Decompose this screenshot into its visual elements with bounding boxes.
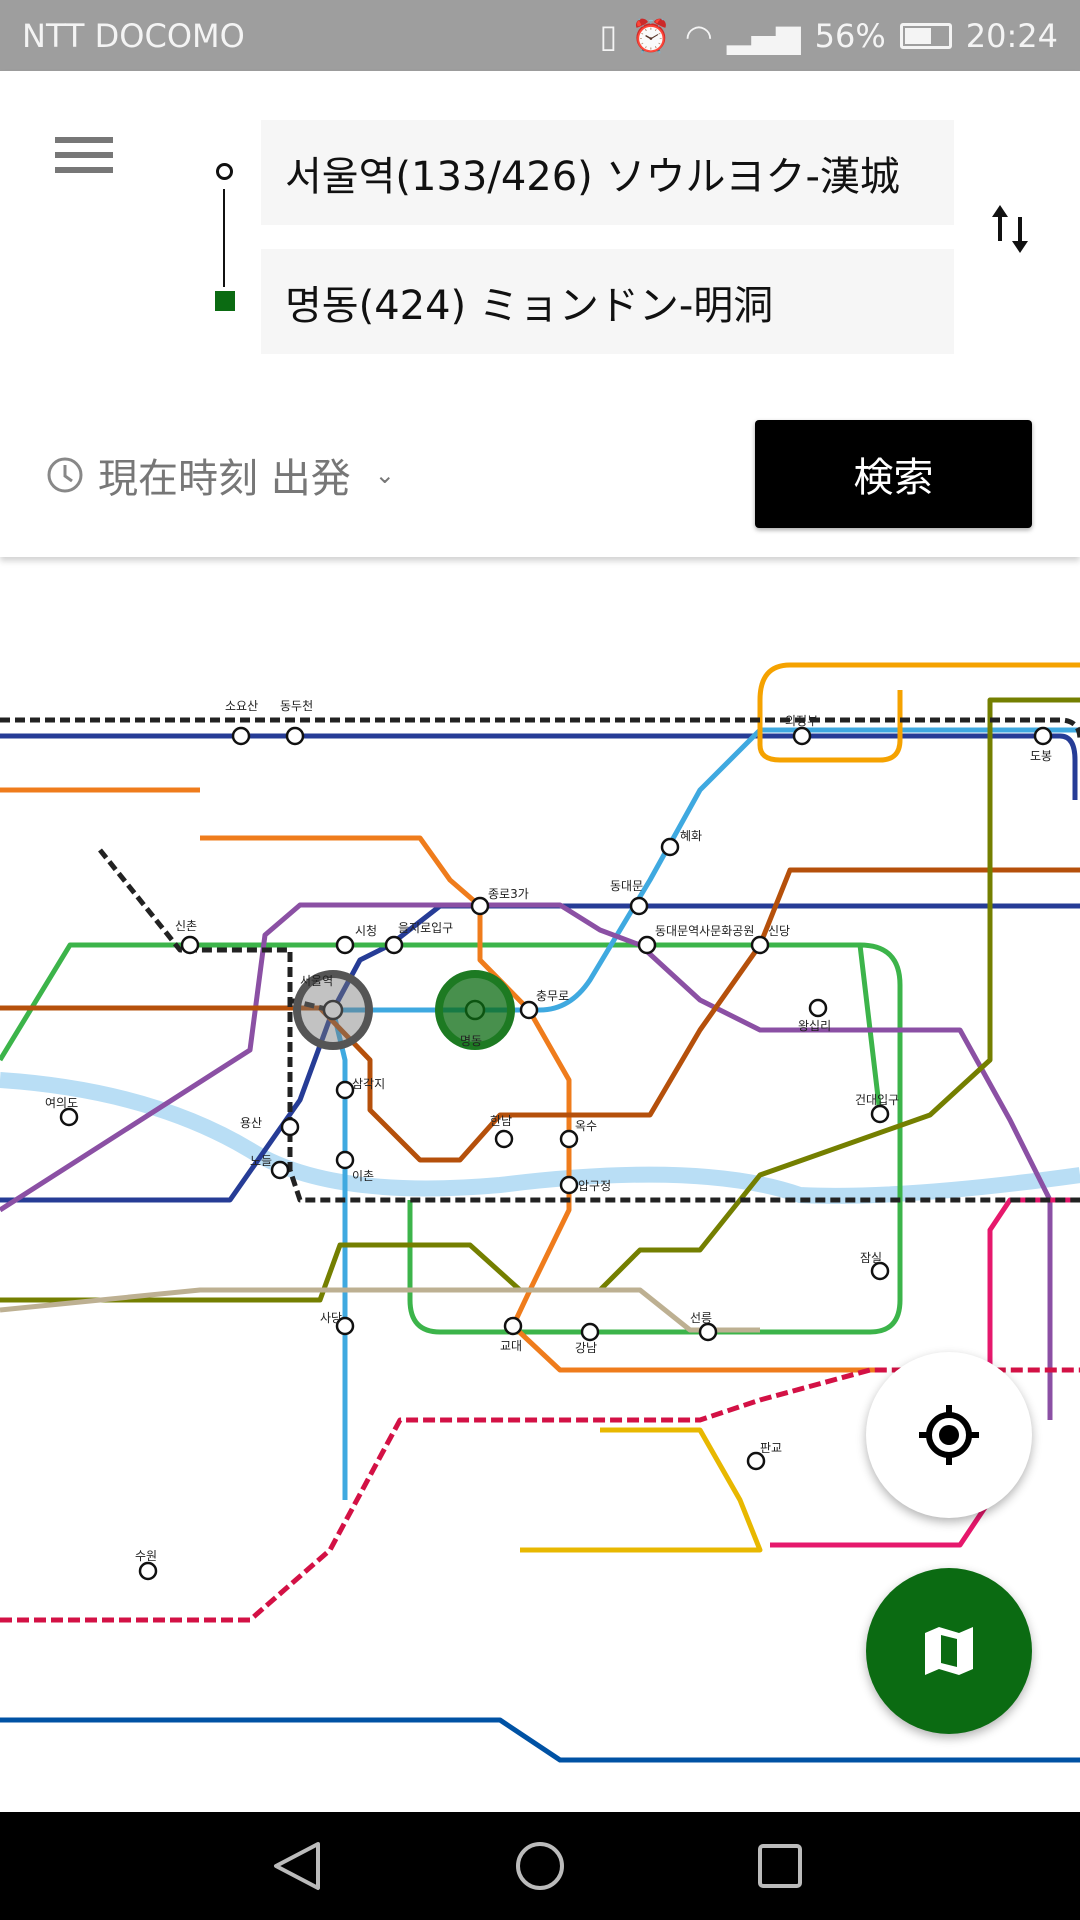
status-bar: NTT DOCOMO ▯ ⏰ ◠ ▂▄▆ 56% 20:24 [0,0,1080,71]
line-7 [0,697,1080,1303]
gyeongbu-line [0,1717,1080,1763]
station-label: 동대문 [610,879,643,893]
chevron-down-icon: ⌄ [374,461,395,489]
destination-value: 명동(424) ミョンドン-明洞 [285,282,774,329]
station-label: 신촌 [175,919,197,933]
battery-percent: 56% [814,16,886,55]
swap-icon[interactable] [988,201,1034,257]
uijeongbu-line [757,662,1080,763]
station-label: 도봉 [1030,749,1052,763]
station-label: 의정부 [785,714,818,728]
battery-icon [899,22,952,49]
line-5 [0,902,1053,1420]
map-icon [925,1627,973,1675]
station-label: 선릉 [690,1311,712,1325]
route-header: 서울역(133/426) ソウルヨク-漢城 명동(424) ミョンドン-明洞 現… [0,71,1080,557]
station-label: 을지로입구 [398,921,453,935]
line-1 [0,733,1080,1203]
line-9 [0,1287,760,1333]
station-label: 시청 [355,924,377,938]
station-label: 혜화 [680,829,702,843]
home-icon[interactable] [514,1840,566,1892]
back-icon[interactable] [270,1840,326,1892]
carrier-label: NTT DOCOMO [22,16,245,55]
route-connector [223,189,225,287]
destination-station-highlight [435,970,515,1050]
station-label: 동대문역사문화공원 [655,924,754,938]
search-button[interactable]: 検索 [755,420,1032,528]
clock-time: 20:24 [965,16,1058,55]
clock-icon [47,457,83,493]
destination-marker-icon [215,291,235,311]
station-label: 신당 [768,924,790,938]
station-label: 종로3가 [488,887,529,901]
station-label: 건대입구 [855,1093,899,1107]
signal-icon: ▂▄▆ [726,16,801,55]
station-label: 노들 [250,1154,272,1168]
station-label: 삼각지 [352,1077,385,1091]
station-label: 옥수 [575,1119,597,1133]
station-label: 잠실 [860,1251,882,1265]
destination-input[interactable]: 명동(424) ミョンドン-明洞 [261,249,954,354]
origin-input[interactable]: 서울역(133/426) ソウルヨク-漢城 [261,120,954,225]
system-navigation-bar [0,1812,1080,1920]
vibrate-icon: ▯ [599,16,618,55]
station-label: 서울역 [300,974,333,988]
han-river [0,1072,1080,1204]
station-label: 압구정 [578,1179,611,1193]
station-label: 교대 [500,1339,522,1353]
station-label: 사당 [320,1311,342,1325]
station-label: 동두천 [280,698,313,713]
stations-layer [59,726,1053,1581]
station-label: 수원 [135,1549,157,1563]
map-view-button[interactable] [866,1568,1032,1734]
origin-marker-icon [216,163,233,180]
shinbundang-line [0,1367,1080,1623]
station-label: 강남 [575,1341,597,1355]
station-label: 명동 [460,1034,482,1048]
departure-time-selector[interactable]: 現在時刻 出発 ⌄ [46,446,395,504]
alarm-icon: ⏰ [631,16,671,55]
station-label: 충무로 [536,989,569,1003]
station-labels: 서울역 명동 시청 을지로입구 종로3가 동대문 충무로 동대문역사문화공원 신… [45,698,1052,1563]
line-6 [0,867,1080,1163]
station-label: 여의도 [45,1096,78,1110]
crosshair-icon [919,1405,979,1465]
line-3 [0,787,880,1373]
wifi-icon: ◠ [684,16,713,55]
station-label: 이촌 [352,1169,374,1183]
suin-bundang-line [520,1427,763,1553]
station-label: 왕십리 [798,1019,831,1033]
search-button-label: 検索 [853,455,934,501]
menu-icon[interactable] [55,137,113,173]
departure-time-label: 現在時刻 出発 [98,456,351,502]
station-label: 한남 [490,1114,512,1128]
station-label: 판교 [760,1441,782,1455]
origin-value: 서울역(133/426) ソウルヨク-漢城 [285,153,900,200]
my-location-button[interactable] [866,1352,1032,1518]
station-label: 소요산 [225,699,258,713]
origin-station-highlight [293,970,373,1050]
recents-icon[interactable] [756,1842,804,1890]
subway-map-canvas[interactable]: 서울역 명동 시청 을지로입구 종로3가 동대문 충무로 동대문역사문화공원 신… [0,557,1080,1812]
station-label: 용산 [240,1116,262,1130]
